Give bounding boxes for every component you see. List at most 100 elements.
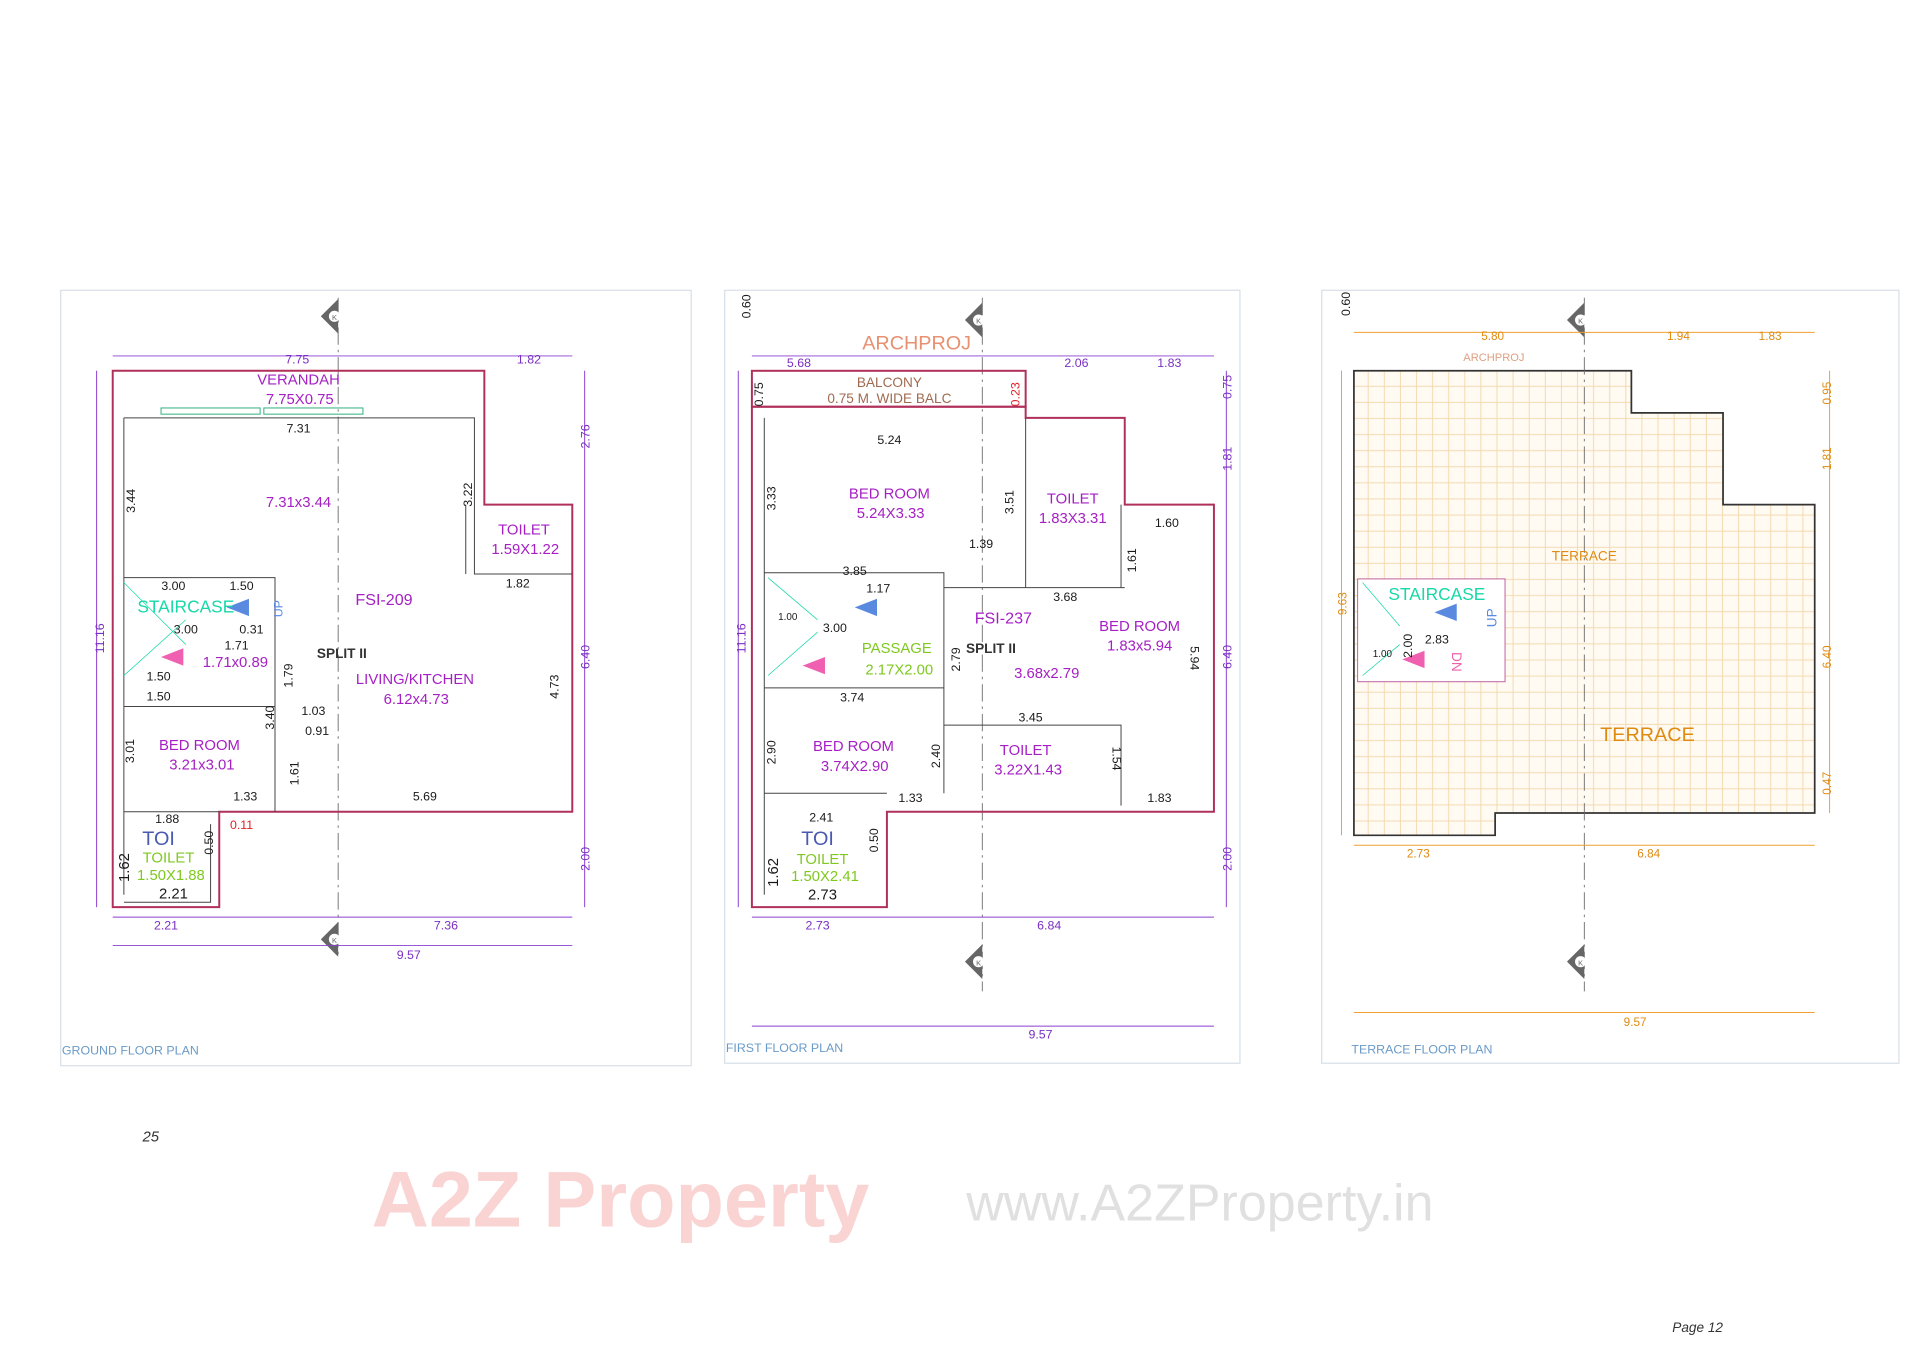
room-label: BALCONY [857,375,922,390]
dimension: 3.51 [1002,490,1016,514]
plan-caption: GROUND FLOOR PLAN [62,1044,199,1058]
dimension: 3.40 [263,705,277,729]
split-label: SPLIT II [966,641,1016,656]
terrace-dimensions: 0.60 5.80 1.94 1.83 ARCHPROJ 0.95 1.81 6… [1336,292,1833,1029]
up-label: UP [1484,608,1499,627]
ground-plan-frame [60,289,692,1067]
dimension: 3.45 [1019,710,1043,724]
brand-watermark: A2Z Property [372,1155,870,1244]
first-floor-plan: 0.60 ARCHPROJ 5.68 2.06 1.83 0.75 1.81 6… [724,289,1241,1064]
split-label: SPLIT II [317,646,367,661]
dimension: 2.83 [1425,632,1449,646]
room-label: TOILET [143,851,195,867]
room-label: TOILET [797,852,849,868]
room-label: TOI [142,828,175,850]
down-arrow-icon [1402,650,1425,669]
section-marker-icon [1566,944,1587,980]
room-size: 1.50X1.88 [137,868,205,884]
dimension: 0.50 [867,828,881,852]
dimension: 1.60 [1155,516,1179,530]
room-size: 3.68x2.79 [1014,666,1079,682]
dimension: 6.40 [1821,645,1834,668]
room-size: 1.83x5.94 [1107,639,1172,655]
first-plan-frame [724,289,1241,1064]
dimension: 5.69 [413,790,437,804]
archproj-watermark: ARCHPROJ [1463,352,1524,364]
up-arrow-icon [226,598,249,617]
dimension: 1.83 [1759,330,1782,343]
section-marker-icon [320,298,341,334]
dimension: 1.79 [281,663,295,687]
dimension: 3.00 [161,579,185,593]
dimension: 1.39 [969,537,993,551]
staircase-lines [767,577,818,676]
room-label: TOILET [498,522,550,538]
dimension: 3.74 [840,691,864,705]
ground-inner-walls [123,417,573,903]
section-marker-icon [320,922,341,957]
dimension: 0.23 [1008,382,1022,406]
room-label: LIVING/KITCHEN [356,672,474,688]
dimension: 7.31 [286,422,310,436]
dimension: 3.33 [764,486,778,510]
dimension: 9.63 [1336,592,1349,615]
up-label: UP [271,600,285,617]
terrace-plan-frame [1321,289,1900,1064]
room-size: 3.21x3.01 [169,758,234,774]
ground-floor-plan: 7.75 1.82 11.16 2.76 6.40 2.00 2.21 7.36… [60,289,692,1067]
dimension: 2.40 [929,744,943,768]
fsi-label: FSI-209 [355,591,412,609]
dimension: 0.11 [230,818,253,832]
dimension: 2.21 [159,886,188,902]
plan-caption: TERRACE FLOOR PLAN [1351,1042,1492,1056]
dimension: 1.54 [1109,746,1123,770]
dimension: 1.82 [506,577,530,591]
dimension: 1.33 [233,790,257,804]
dimension: 0.60 [740,294,754,318]
url-watermark: www.A2ZProperty.in [965,1175,1433,1233]
down-arrow-icon [161,648,184,666]
dimension: 3.68 [1053,590,1077,604]
up-arrow-icon [1434,603,1457,622]
dimension: 1.61 [1125,548,1139,572]
archproj-watermark: ARCHPROJ [862,333,971,355]
dimension: 0.50 [202,831,216,855]
terrace-label: TERRACE [1552,548,1617,563]
dimension: 6.40 [1220,645,1234,669]
dimension: 1.62 [117,853,133,882]
dimension: 3.85 [843,564,867,578]
dimension: 7.36 [434,918,458,932]
dimension: 1.83 [1147,791,1171,805]
dimension: 1.83 [1157,356,1181,370]
dimension: 3.01 [123,739,137,763]
dimension: 2.06 [1064,356,1088,370]
dimension: 2.76 [579,424,593,448]
dimension: 2.90 [764,740,778,764]
dimension: 5.24 [877,433,901,447]
down-label: DN [1449,652,1464,672]
dimension: 1.33 [898,791,922,805]
first-inner-walls [763,417,1125,895]
up-arrow-icon [854,598,878,617]
first-dimensions: 0.60 ARCHPROJ 5.68 2.06 1.83 0.75 1.81 6… [735,294,1235,1041]
dimension: 6.40 [579,645,593,669]
room-label: TOILET [1000,743,1052,759]
dimension: 2.00 [1220,847,1234,871]
dimension: 2.00 [1401,634,1415,658]
dimension: 9.57 [1624,1016,1647,1029]
dimension: 1.82 [517,352,541,366]
dimension: 1.62 [766,858,782,887]
down-arrow-icon [802,656,825,675]
fsi-label: FSI-237 [975,609,1032,627]
dimension: 2.73 [1407,848,1430,861]
dimension: 2.73 [806,918,830,932]
section-marker-icon [964,944,985,980]
dimension: 2.79 [949,647,963,671]
dimension: 5.68 [787,356,811,370]
dimension: 0.60 [1339,292,1353,316]
page-number-left: 25 [141,1129,159,1145]
room-size: 2.17X2.00 [865,662,933,678]
dimension: 1.61 [288,761,302,785]
dimension: 5.94 [1187,646,1201,670]
